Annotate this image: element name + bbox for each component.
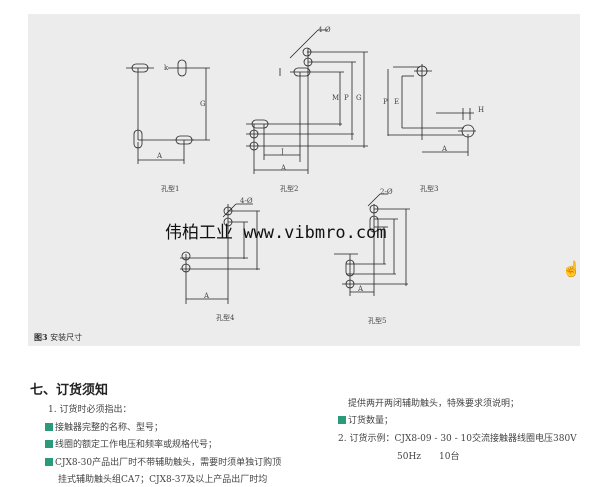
order-bullet-qty: 订货数量；: [338, 413, 393, 426]
dim-h: H: [478, 106, 485, 114]
order-bullet-voltage: 线圈的额定工作电压和频率或规格代号；: [45, 437, 217, 450]
hand-cursor-icon: ☝: [562, 260, 581, 278]
section-title: 七、订货须知: [30, 383, 109, 398]
figure-number: 图3: [34, 332, 48, 342]
hole-type-1-drawing: [126, 59, 210, 164]
order-example: 2. 订货示例：CJX8-09 - 30 - 10交流接触器线圈电压380V: [338, 434, 577, 444]
installation-drawings: [126, 29, 476, 304]
dim-p: P: [344, 94, 349, 102]
dim-a-3: A: [442, 145, 448, 153]
dim-m: M: [332, 94, 340, 102]
dim-holes-2: 2-Ø: [380, 188, 393, 196]
bullet-text: 接触器完整的名称、型号；: [55, 423, 164, 433]
dim-holes-4: 4-Ø: [318, 26, 331, 34]
bullet-text: 线圈的额定工作电压和频率或规格代号；: [55, 440, 218, 450]
watermark: 伟柏工业 www.vibmro.com: [165, 223, 387, 243]
order-bullet-model: 接触器完整的名称、型号；: [45, 420, 163, 433]
dim-g-2: G: [356, 94, 362, 102]
dim-holes-4-b: 4-Ø: [240, 197, 253, 205]
dim-a-4: A: [204, 292, 210, 300]
dim-a: A: [157, 152, 163, 160]
bullet-icon: [338, 416, 346, 424]
hole-type-3-drawing: [387, 64, 476, 156]
installation-figure: 孔型1 孔型2 孔型3 孔型4 孔型5 A G k A J M P G 4-Ø …: [28, 14, 580, 346]
hole-type-5-drawing: [334, 193, 410, 296]
figure-caption-text: 安装尺寸: [50, 333, 83, 342]
dim-a-5: A: [358, 285, 364, 293]
dim-p-3: P: [383, 98, 388, 106]
figure-caption: 图3 安装尺寸: [34, 332, 82, 343]
dim-a-2: A: [281, 164, 287, 172]
dim-j: J: [281, 148, 284, 156]
hole-type-1-label: 孔型1: [161, 185, 180, 193]
order-example-cont: 50Hz 10台: [397, 452, 460, 462]
order-aux-cont: 提供两开两闭辅助触头，特殊要求须说明；: [348, 399, 520, 409]
hole-type-2-drawing: [246, 29, 368, 174]
dim-e: E: [394, 98, 400, 106]
order-item-1: 1. 订货时必须指出：: [48, 405, 132, 415]
hole-type-3-label: 孔型3: [420, 185, 439, 193]
hole-type-2-label: 孔型2: [280, 185, 299, 193]
bullet-icon: [45, 423, 53, 431]
bullet-icon: [45, 440, 53, 448]
hole-type-5-label: 孔型5: [368, 317, 387, 325]
hole-type-4-drawing: [180, 203, 260, 304]
dim-k: k: [164, 64, 169, 72]
bullet-text: CJX8-30产品出厂时不带辅助触头，需要时须单独订购顶: [55, 458, 282, 468]
bullet-text: 订货数量；: [348, 416, 394, 426]
dim-g: G: [200, 100, 206, 108]
order-bullet-aux: CJX8-30产品出厂时不带辅助触头，需要时须单独订购顶: [45, 455, 281, 468]
order-bullet-aux-cont: 挂式辅助触头组CA7；CJX8-37及以上产品出厂时均: [58, 475, 268, 485]
bullet-icon: [45, 458, 53, 466]
hole-type-4-label: 孔型4: [216, 314, 235, 322]
